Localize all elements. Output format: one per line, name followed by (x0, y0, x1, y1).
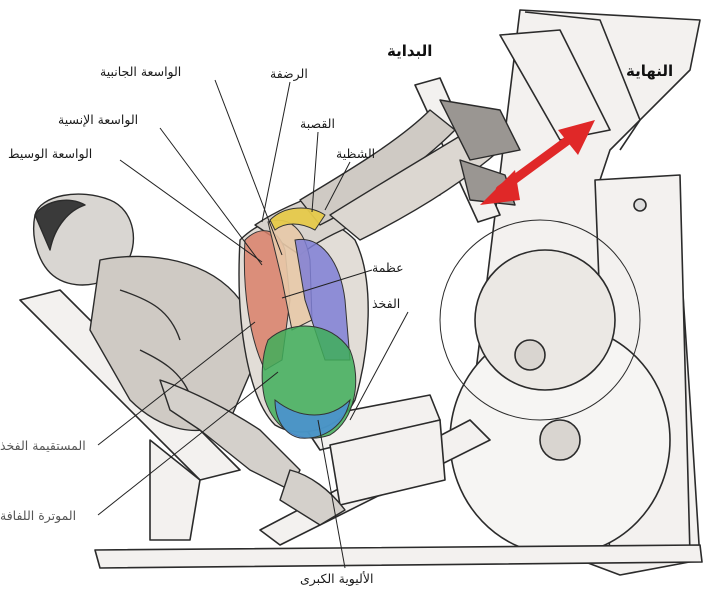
label-fibula: الشظية (336, 148, 375, 161)
label-rectus-femoris: المستقيمة الفخذ (0, 440, 86, 453)
label-vastus-medialis: الواسعة الإنسية (58, 114, 138, 127)
end-label: النهاية (626, 64, 673, 79)
label-femur-line1: عظمة (372, 262, 404, 275)
label-gluteus-maximus: الأليوية الكبرى (300, 573, 373, 586)
label-femur-line2: الفخذ (372, 298, 400, 311)
label-tibia: القصبة (300, 118, 335, 131)
start-label: البداية (387, 44, 432, 59)
label-tensor-fasciae-latae: الموترة اللفافة (0, 510, 76, 523)
label-vastus-intermedius: الواسعة الوسيط (8, 148, 92, 161)
label-vastus-lateralis: الواسعة الجانبية (100, 66, 181, 79)
label-patella: الرضفة (270, 68, 308, 81)
